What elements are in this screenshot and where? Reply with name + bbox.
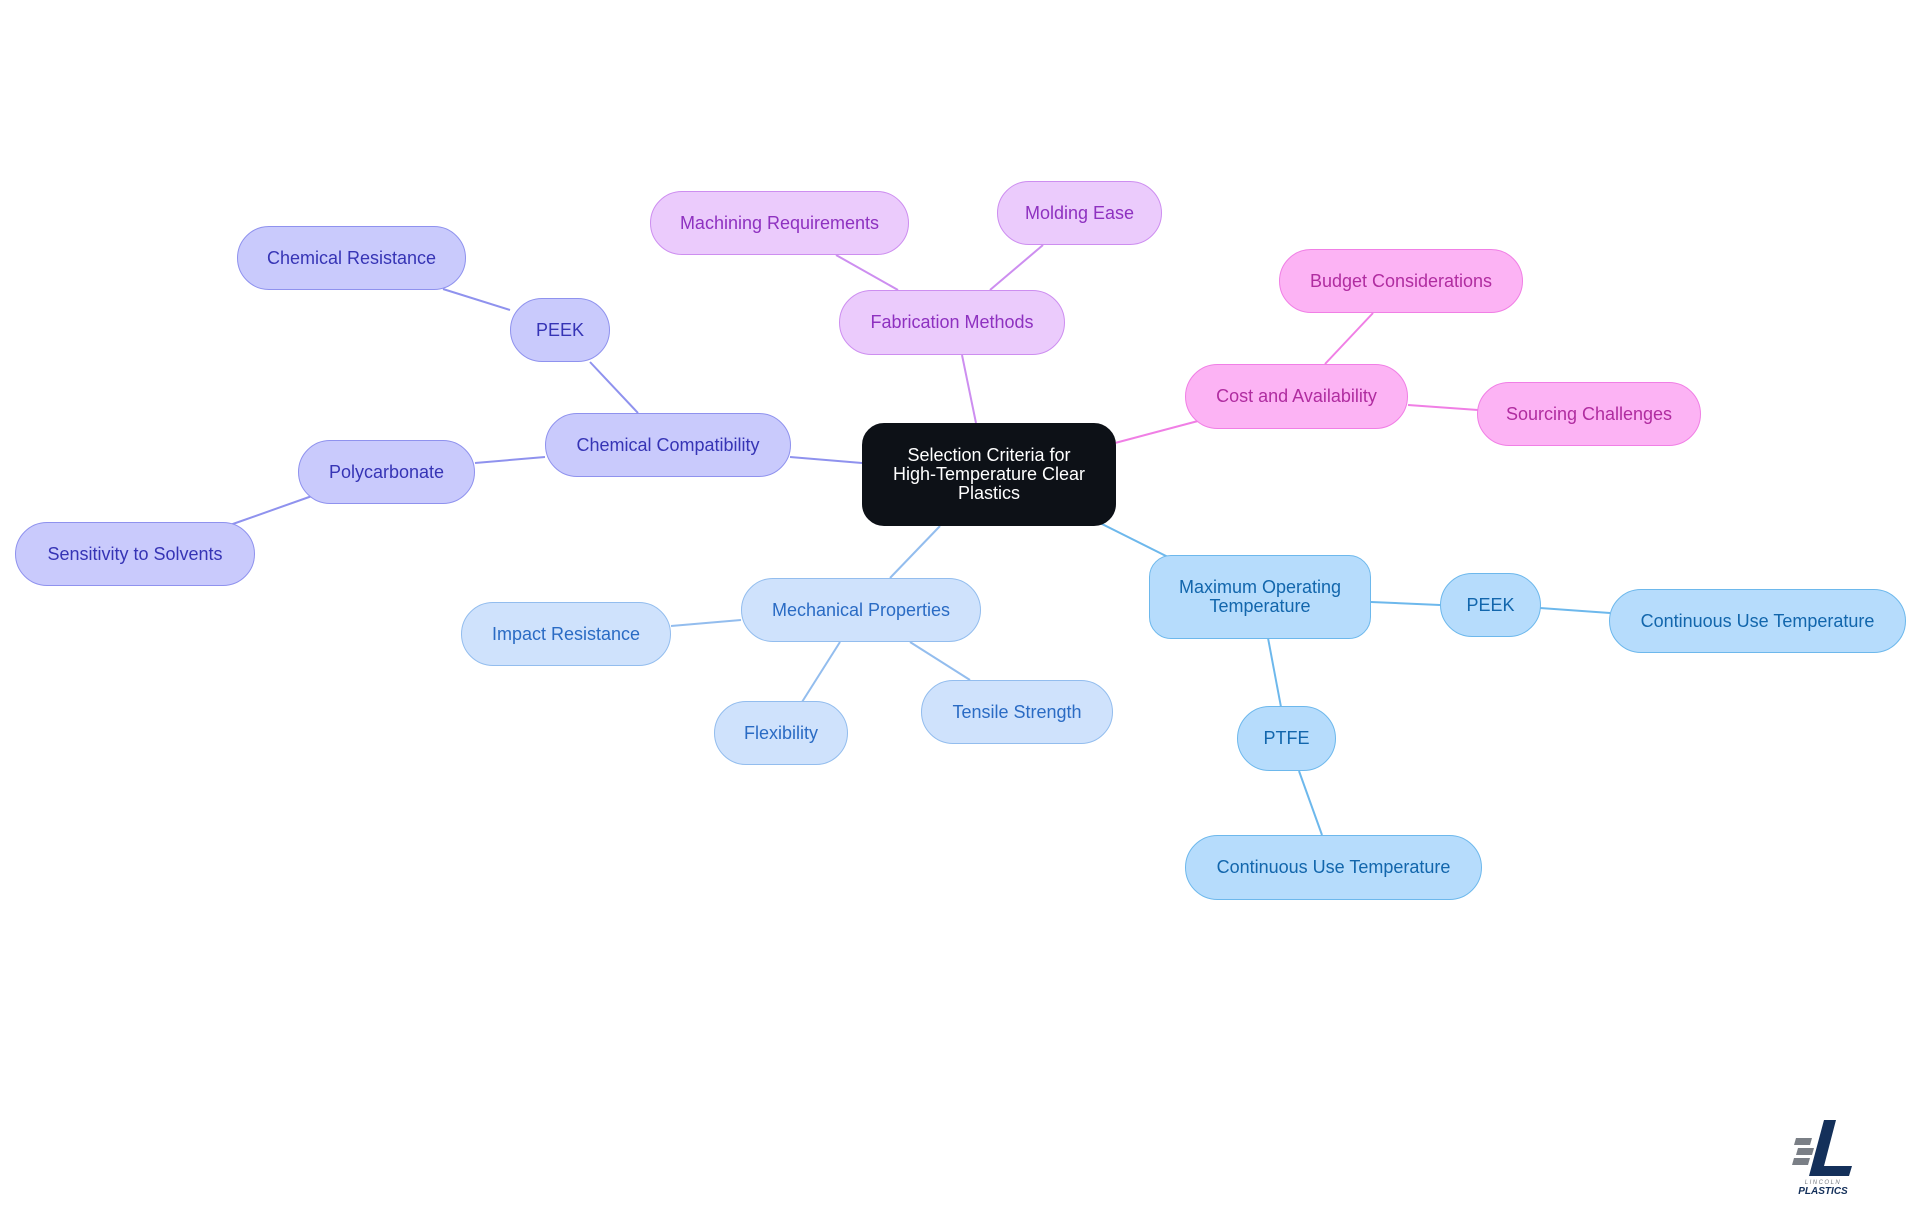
temperature-peek-node: PEEK	[1440, 573, 1541, 637]
edge-fabrication-molding-ease	[989, 244, 1044, 291]
peek-continuous-use-temperature-node: Continuous Use Temperature	[1609, 589, 1906, 653]
polycarbonate-node: Polycarbonate	[298, 440, 475, 504]
sourcing-challenges-node: Sourcing Challenges	[1477, 382, 1701, 446]
edge-root-chemical-compatibility	[789, 456, 863, 464]
edge-root-mechanical-properties	[889, 525, 941, 579]
edge-root-max-operating-temperature	[1097, 521, 1171, 559]
maximum-operating-temperature-node: Maximum Operating Temperature	[1149, 555, 1371, 639]
budget-considerations-node: Budget Considerations	[1279, 249, 1523, 313]
molding-ease-node: Molding Ease	[997, 181, 1162, 245]
impact-resistance-node: Impact Resistance	[461, 602, 671, 666]
edge-max-operating-ptfe	[1267, 637, 1282, 708]
edge-root-fabrication-methods	[961, 354, 977, 424]
edge-mechanical-impact-resistance	[670, 619, 742, 627]
machining-requirements-node: Machining Requirements	[650, 191, 909, 255]
sensitivity-to-solvents-node: Sensitivity to Solvents	[15, 522, 255, 586]
ptfe-continuous-use-temperature-node: Continuous Use Temperature	[1185, 835, 1482, 900]
chemical-peek-node: PEEK	[510, 298, 610, 362]
edge-cost-budget-considerations	[1324, 312, 1374, 365]
mechanical-properties-node: Mechanical Properties	[741, 578, 981, 642]
edge-mechanical-tensile-strength	[909, 641, 971, 681]
flexibility-node: Flexibility	[714, 701, 848, 765]
logo-brand-line1: LINCOLN	[1805, 1180, 1842, 1186]
lincoln-plastics-logo: LINCOLN PLASTICS	[1792, 1120, 1852, 1197]
edge-polycarbonate-sensitivity-to-solvents	[229, 495, 313, 526]
edge-ptfe-continuous-use-temperature	[1298, 770, 1323, 836]
cost-and-availability-node: Cost and Availability	[1185, 364, 1408, 429]
edge-peek-chemical-resistance	[442, 288, 511, 311]
edge-max-operating-peek	[1370, 601, 1441, 606]
logo-brand-line2: PLASTICS	[1798, 1186, 1848, 1197]
temperature-ptfe-node: PTFE	[1237, 706, 1336, 771]
edge-mechanical-flexibility	[801, 641, 841, 703]
chemical-resistance-node: Chemical Resistance	[237, 226, 466, 290]
edge-cost-sourcing-challenges	[1407, 404, 1479, 411]
edge-fabrication-machining-requirements	[835, 254, 899, 291]
edge-peek-continuous-use-temperature	[1539, 607, 1611, 614]
tensile-strength-node: Tensile Strength	[921, 680, 1113, 744]
edge-chemical-compatibility-peek	[589, 361, 639, 414]
chemical-compatibility-node: Chemical Compatibility	[545, 413, 791, 477]
root-node: Selection Criteria for High-Temperature …	[862, 423, 1116, 526]
edge-root-cost-availability	[1114, 420, 1199, 444]
edge-chemical-compatibility-polycarbonate	[474, 456, 546, 464]
fabrication-methods-node: Fabrication Methods	[839, 290, 1065, 355]
